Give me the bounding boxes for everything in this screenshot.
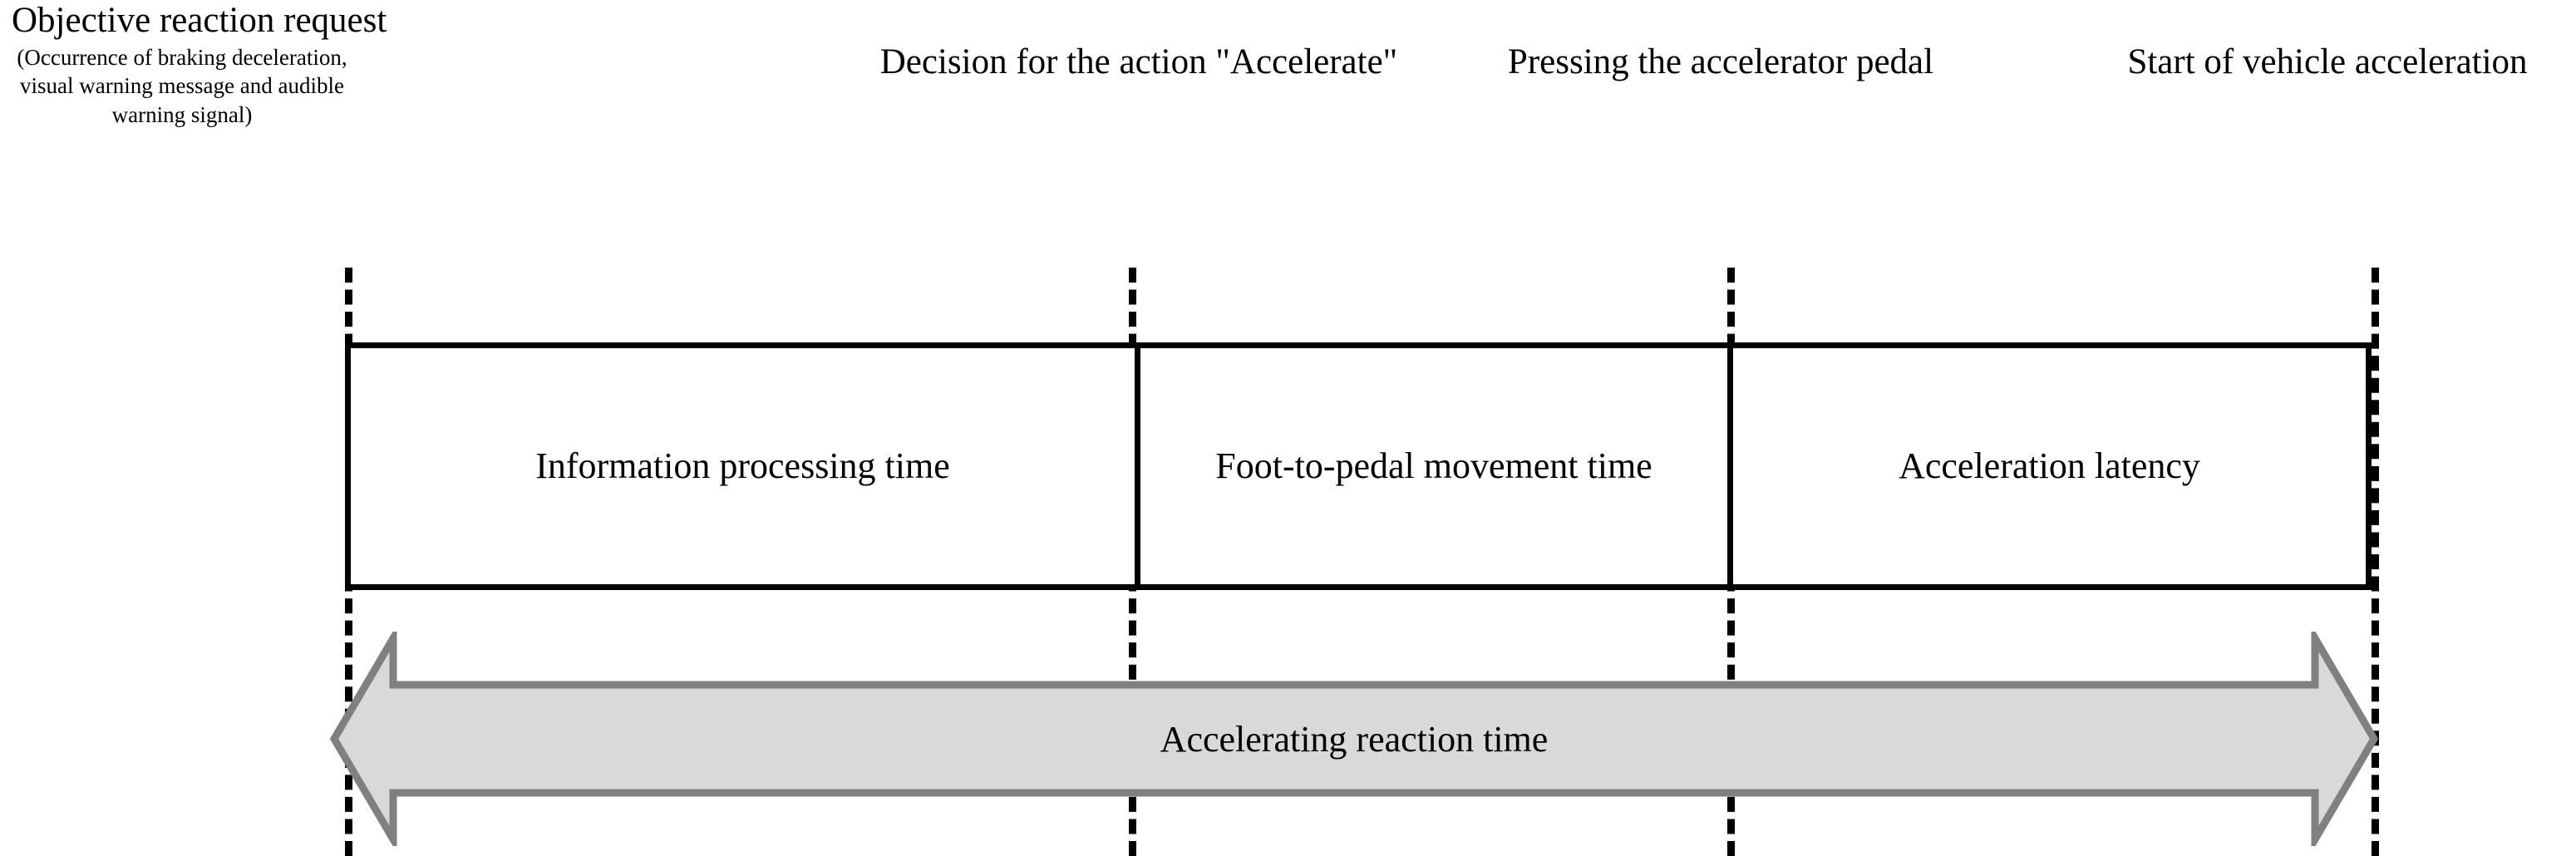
accelerating-reaction-time-arrow: Accelerating reaction time: [329, 632, 2379, 846]
double-headed-arrow-icon: [329, 632, 2379, 846]
milestone-label-start-of-vehicle-acceleration: Start of vehicle acceleration: [2127, 42, 2528, 81]
phase-segment-information-processing-time: Information processing time: [535, 445, 950, 486]
milestone-label-pressing-accelerator-pedal: Pressing the accelerator pedal: [1507, 42, 1934, 81]
objective-reaction-request-label: Objective reaction request (Occurrence o…: [12, 1, 387, 129]
phase-segment-acceleration-latency: Acceleration latency: [1899, 445, 2200, 486]
phase-bar: Information processing time Foot-to-peda…: [345, 342, 2372, 590]
objective-reaction-request-title: Objective reaction request: [12, 1, 387, 40]
milestone-label-decision-accelerate: Decision for the action "Accelerate": [879, 42, 1398, 81]
phase-segment-foot-to-pedal-movement-time: Foot-to-pedal movement time: [1135, 348, 1733, 584]
objective-reaction-request-subtitle: (Occurrence of braking deceleration, vis…: [17, 44, 347, 127]
milestone-guide-line-4: [2372, 268, 2379, 856]
